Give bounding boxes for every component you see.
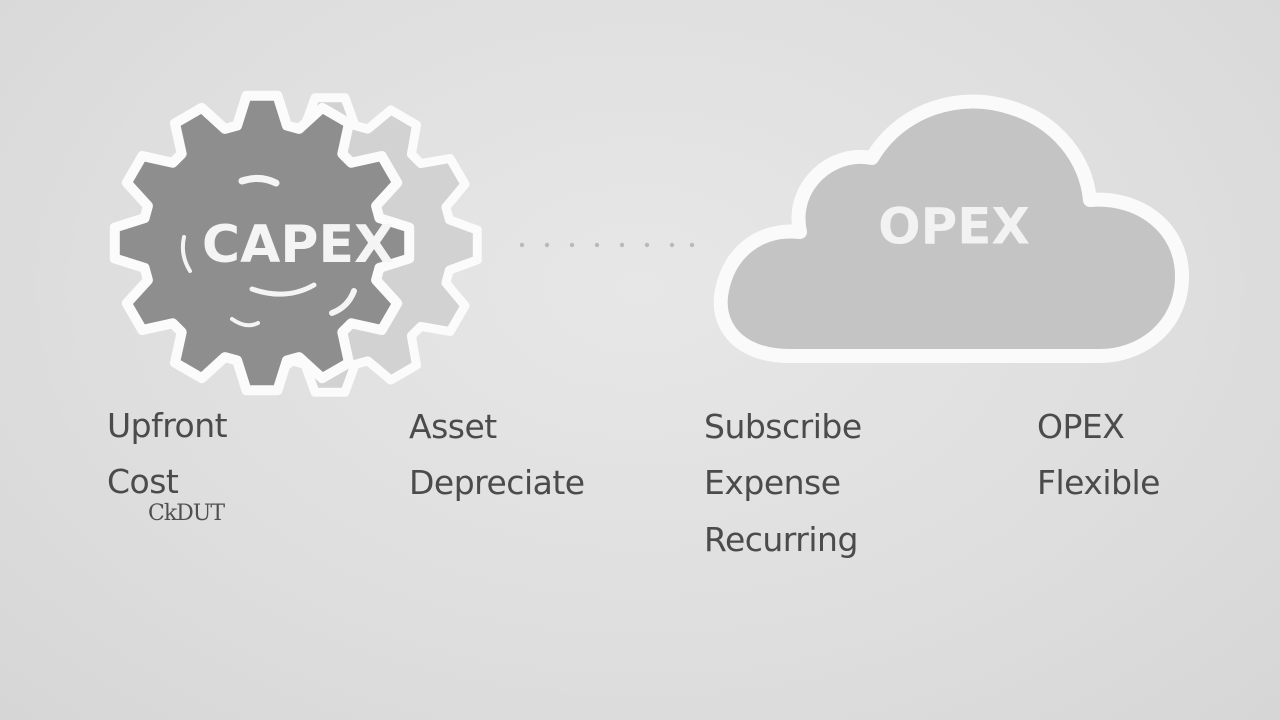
term-flexible: Flexible xyxy=(1037,463,1161,502)
dotted-connector xyxy=(519,242,695,248)
term-upfront: Upfront xyxy=(107,406,228,445)
opex-title: OPEX xyxy=(878,198,1030,256)
term-recurring: Recurring xyxy=(704,520,858,559)
capex-title: CAPEX xyxy=(202,215,394,275)
cloud-icon xyxy=(713,94,1189,363)
term-asset: Asset xyxy=(409,407,497,446)
term-ckdut: CkDUT xyxy=(148,501,225,526)
term-subscribe: Subscribe xyxy=(704,407,862,446)
term-expense: Expense xyxy=(704,463,841,502)
term-opex: OPEX xyxy=(1037,407,1125,446)
term-depreciate: Depreciate xyxy=(409,463,585,502)
gear-icon xyxy=(109,90,415,396)
term-cost: Cost xyxy=(107,462,179,501)
